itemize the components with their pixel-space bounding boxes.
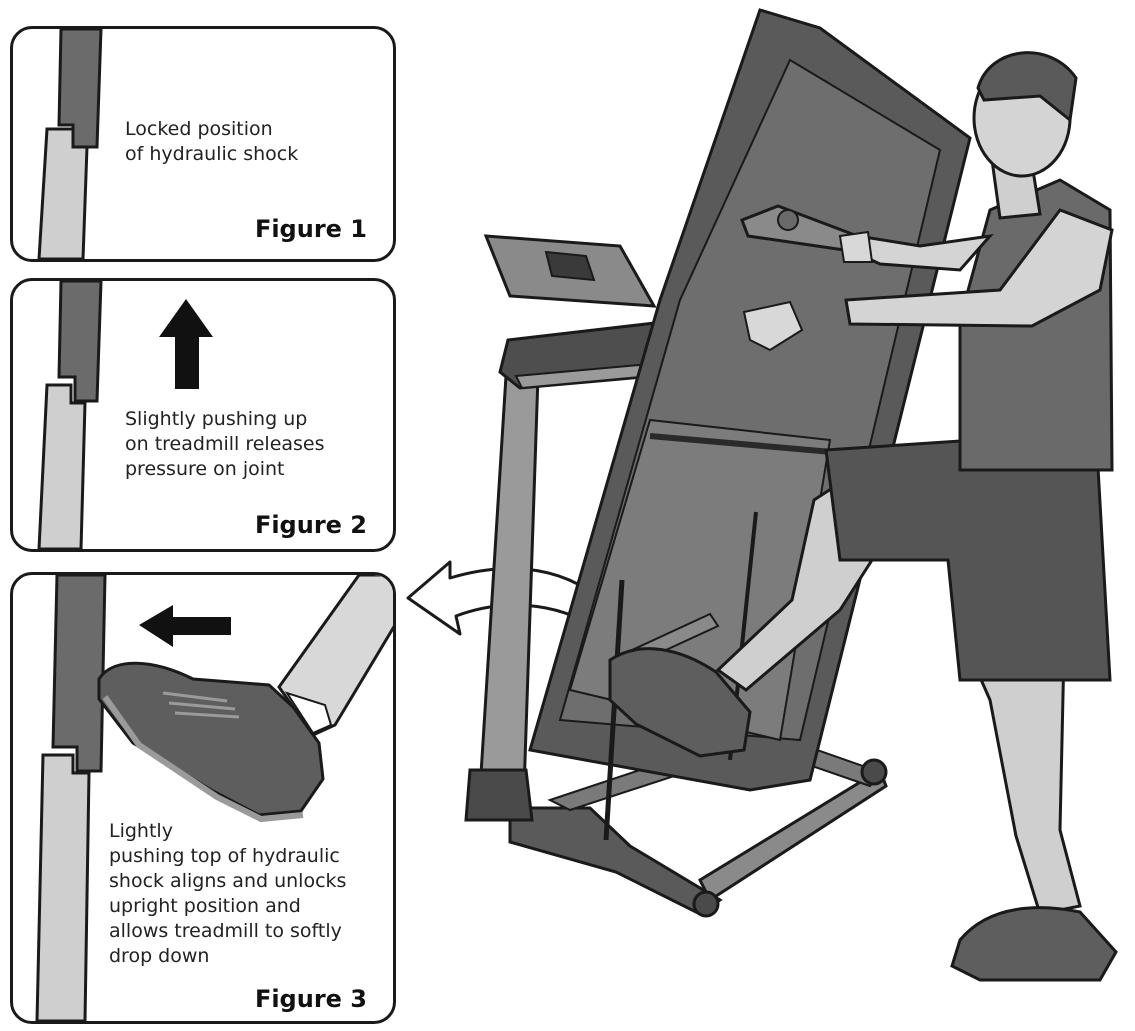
figure-1-caption: Locked position of hydraulic shock: [125, 118, 299, 165]
up-arrow-icon: [159, 299, 213, 389]
figure-2-panel: Slightly pushing up on treadmill release…: [10, 278, 396, 552]
treadmill-base: [508, 728, 888, 918]
figure-2-caption: Slightly pushing up on treadmill release…: [125, 408, 325, 480]
treadmill-folding-scene: [406, 8, 1118, 982]
figure-3-panel: Lightly pushing top of hydraulic shock a…: [10, 572, 396, 1024]
treadmill-console: [483, 234, 657, 308]
treadmill-upright: [464, 374, 540, 822]
figure-3-caption: Lightly pushing top of hydraulic shock a…: [109, 820, 347, 967]
hydraulic-shock-unlock-illustration: [35, 575, 393, 1021]
person-illustration: [608, 51, 1118, 982]
shoe-illustration: [97, 661, 325, 823]
hydraulic-shock-locked-illustration: [37, 29, 103, 259]
figure-3-label: Figure 3: [254, 985, 367, 1013]
figure-1-label: Figure 1: [254, 215, 367, 243]
figure-2-label: Figure 2: [254, 511, 367, 539]
figure-1-panel: Locked position of hydraulic shock Figur…: [10, 26, 396, 262]
left-arrow-icon: [139, 605, 231, 647]
hydraulic-shock-pressure-release-illustration: [37, 281, 213, 549]
